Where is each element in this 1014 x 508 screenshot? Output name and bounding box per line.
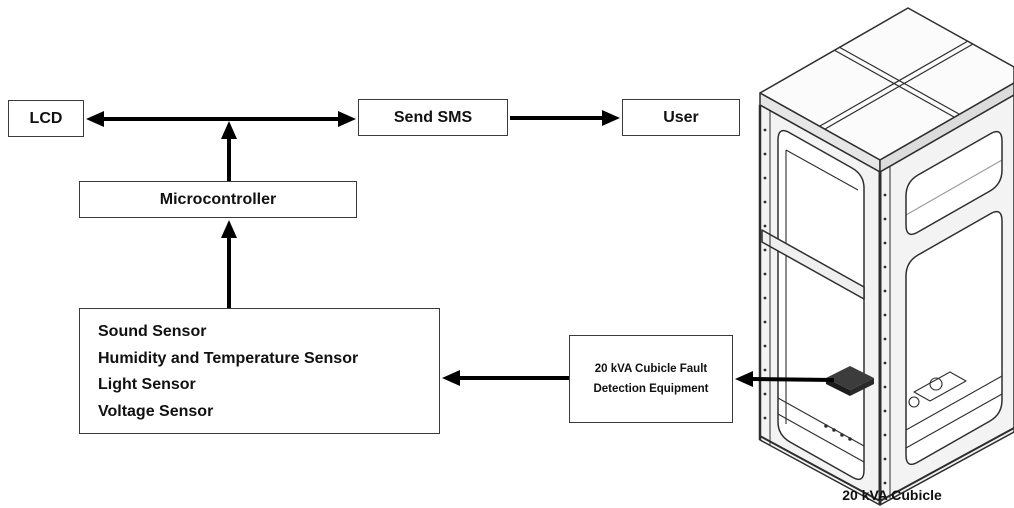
user-label: User: [663, 108, 699, 126]
post-hole: [763, 176, 767, 180]
post-hole: [883, 241, 887, 245]
post-hole: [883, 457, 887, 461]
cubicle-top-seams: [819, 40, 974, 130]
cubicle-top-rim-right: [879, 82, 1014, 173]
arrow-send-sms-user: [510, 110, 620, 126]
post-hole: [883, 481, 887, 485]
fault-equipment-label-line: 20 kVA Cubicle Fault: [594, 363, 708, 375]
post-hole: [763, 392, 767, 396]
post-hole: [763, 296, 767, 300]
post-hole: [883, 409, 887, 413]
post-hole: [883, 217, 887, 221]
post-hole: [763, 368, 767, 372]
fault-detection-device: [826, 366, 874, 396]
fault-detection-equipment-box: 20 kVA Cubicle Fault Detection Equipment: [569, 335, 733, 423]
post-hole: [883, 289, 887, 293]
post-hole: [883, 361, 887, 365]
microcontroller-label: Microcontroller: [159, 190, 277, 208]
sensor-item: Humidity and Temperature Sensor: [98, 349, 359, 367]
post-hole: [763, 128, 767, 132]
post-hole: [763, 416, 767, 420]
post-hole: [883, 193, 887, 197]
lcd-label: LCD: [29, 109, 63, 127]
microcontroller-box: Microcontroller: [79, 181, 357, 218]
arrow-fault-equipment-sensors: [442, 370, 569, 386]
arrows: [86, 110, 835, 387]
post-hole: [763, 200, 767, 204]
post-hole: [763, 224, 767, 228]
cubicle-floor-left: [777, 149, 865, 463]
sensors-box: Sound Sensor Humidity and Temperature Se…: [79, 308, 440, 434]
fault-equipment-label-line: Detection Equipment: [593, 383, 709, 395]
user-box: User: [622, 99, 740, 136]
arrow-lcd-send-sms: [86, 111, 356, 127]
post-hole: [763, 344, 767, 348]
cubicle-floor-right: [905, 159, 1003, 449]
sensor-item: Voltage Sensor: [98, 402, 214, 420]
cubicle-floor-dots: [824, 424, 852, 441]
post-hole: [883, 337, 887, 341]
sensor-item: Sound Sensor: [98, 323, 207, 340]
arrow-sensors-microcontroller: [221, 220, 237, 308]
post-hole: [883, 433, 887, 437]
cubicle-illustration: [758, 7, 1014, 506]
arrow-microcontroller-up: [221, 121, 237, 181]
cubicle-post-holes: [763, 128, 887, 485]
lcd-box: LCD: [8, 100, 84, 137]
post-hole: [763, 272, 767, 276]
send-sms-box: Send SMS: [358, 99, 508, 136]
arrow-device-fault-equipment: [735, 371, 835, 387]
post-hole: [763, 320, 767, 324]
post-hole: [883, 313, 887, 317]
post-hole: [883, 385, 887, 389]
cubicle-base: [759, 427, 1014, 502]
sensor-item: Light Sensor: [98, 376, 196, 393]
post-hole: [883, 265, 887, 269]
send-sms-label: Send SMS: [393, 108, 473, 126]
post-hole: [763, 248, 767, 252]
cubicle-left-rail: [761, 229, 865, 300]
post-hole: [763, 152, 767, 156]
cubicle-caption: 20 kVA Cubicle: [842, 487, 942, 503]
